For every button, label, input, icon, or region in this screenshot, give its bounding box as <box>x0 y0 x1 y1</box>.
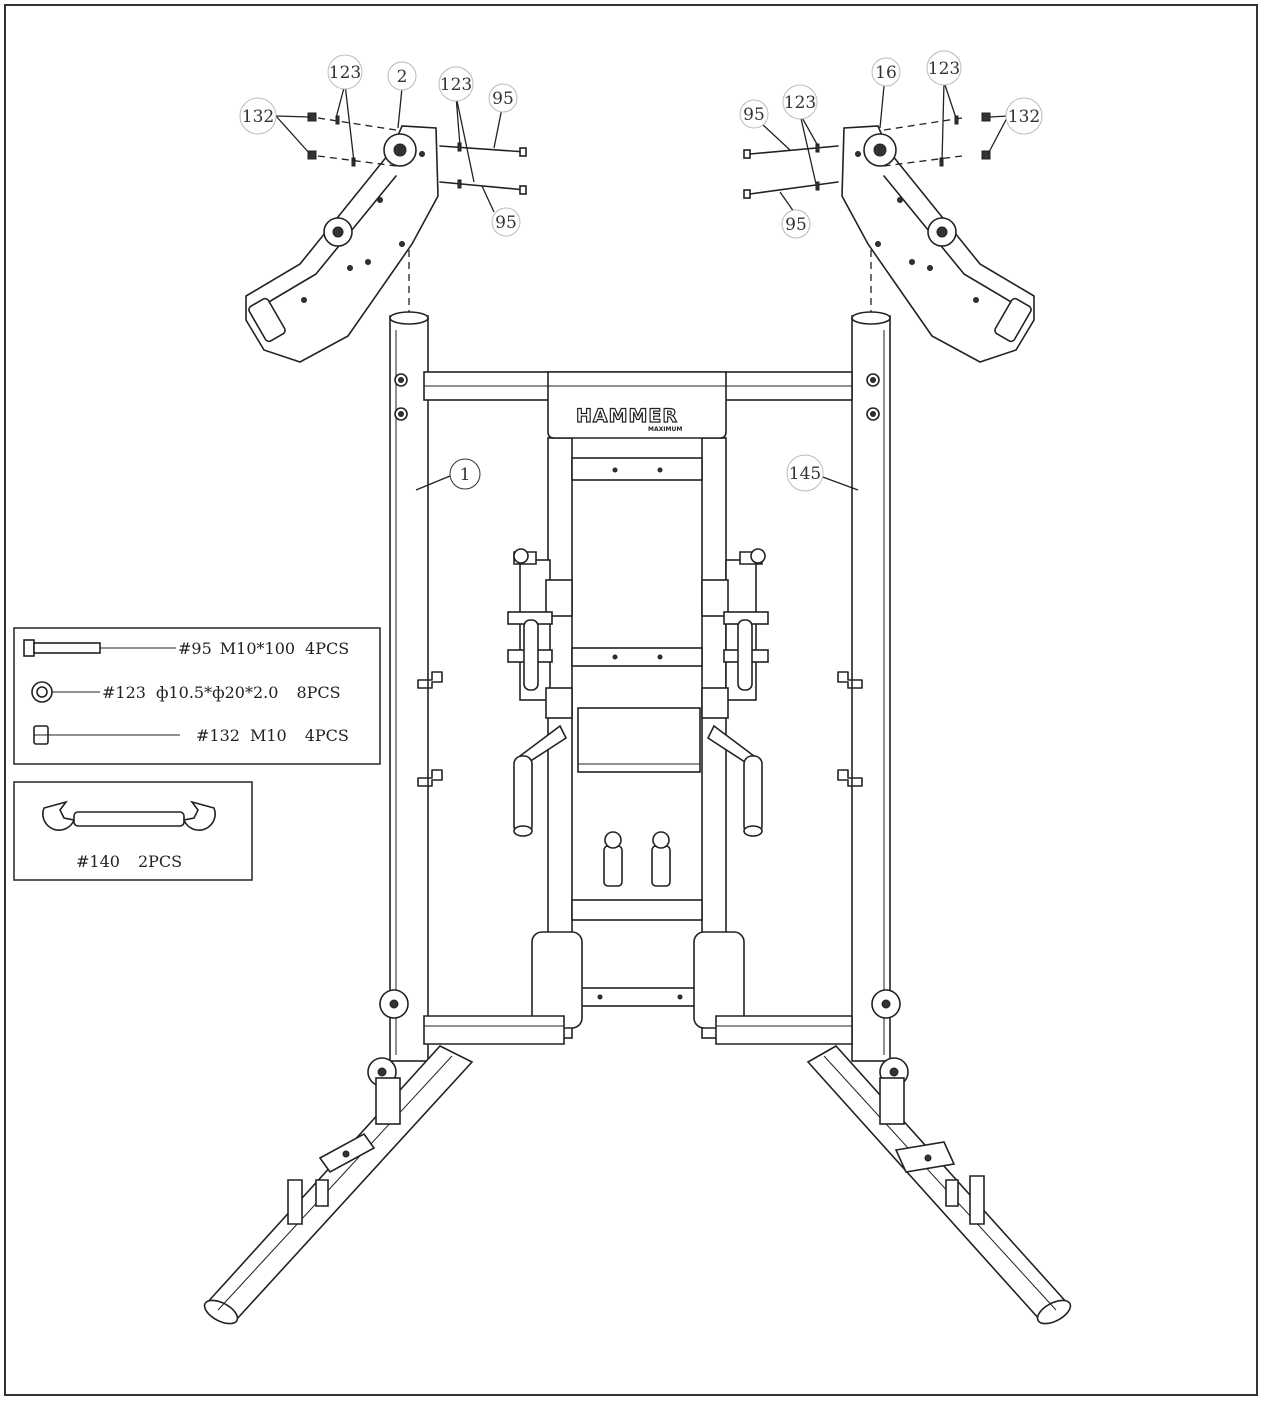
hammer-logo: HAMMER <box>576 405 678 427</box>
callout-123: 123 <box>327 54 363 90</box>
svg-text:2: 2 <box>397 67 408 87</box>
maximum-logo: MAXIMUM <box>648 426 682 433</box>
callout-95: 95 <box>491 207 521 237</box>
callouts: 123 2 123 95 132 95 16 123 123 95 132 95… <box>239 50 1043 492</box>
callout-123: 123 <box>926 50 962 86</box>
right-carriage <box>701 548 769 837</box>
svg-text:95: 95 <box>492 89 514 109</box>
callout-95: 95 <box>739 99 769 129</box>
callout-123: 123 <box>438 66 474 102</box>
callout-leaders <box>275 81 1009 491</box>
left-foot <box>203 1045 474 1325</box>
right-foot <box>806 1044 1072 1325</box>
svg-text:123: 123 <box>928 59 960 79</box>
svg-text:132: 132 <box>1008 107 1040 127</box>
bolt-icon <box>23 639 176 657</box>
svg-text:123: 123 <box>784 93 816 113</box>
svg-text:123: 123 <box>440 75 472 95</box>
right-upright-part-145 <box>837 311 891 1062</box>
callout-95: 95 <box>781 209 811 239</box>
callout-145: 145 <box>786 454 824 492</box>
callout-132: 132 <box>1005 97 1043 135</box>
washer-icon <box>31 681 100 703</box>
callout-2: 2 <box>387 61 417 91</box>
svg-text:95: 95 <box>495 213 517 233</box>
svg-text:123: 123 <box>329 63 361 83</box>
brand-plate: HAMMER MAXIMUM <box>547 371 727 439</box>
svg-text:95: 95 <box>785 215 807 235</box>
callout-132: 132 <box>239 97 277 135</box>
left-arm-part-2 <box>245 125 439 363</box>
callout-16: 16 <box>871 57 901 87</box>
svg-text:16: 16 <box>875 63 897 83</box>
svg-text:145: 145 <box>789 464 821 484</box>
bottom-rails <box>423 1015 853 1045</box>
foot-pedals <box>603 831 671 887</box>
left-upright-part-1 <box>389 311 443 1062</box>
right-arm-part-16 <box>841 125 1035 363</box>
knee-pads <box>531 931 745 1029</box>
callout-1: 1 <box>449 458 481 490</box>
nut-icon <box>33 725 180 745</box>
left-carriage <box>507 548 701 837</box>
callout-123: 123 <box>782 84 818 120</box>
callout-95: 95 <box>488 83 518 113</box>
page-frame <box>4 4 1258 1396</box>
svg-text:95: 95 <box>743 105 765 125</box>
svg-text:1: 1 <box>460 465 471 485</box>
wrench-icon <box>42 800 216 831</box>
svg-text:132: 132 <box>242 107 274 127</box>
